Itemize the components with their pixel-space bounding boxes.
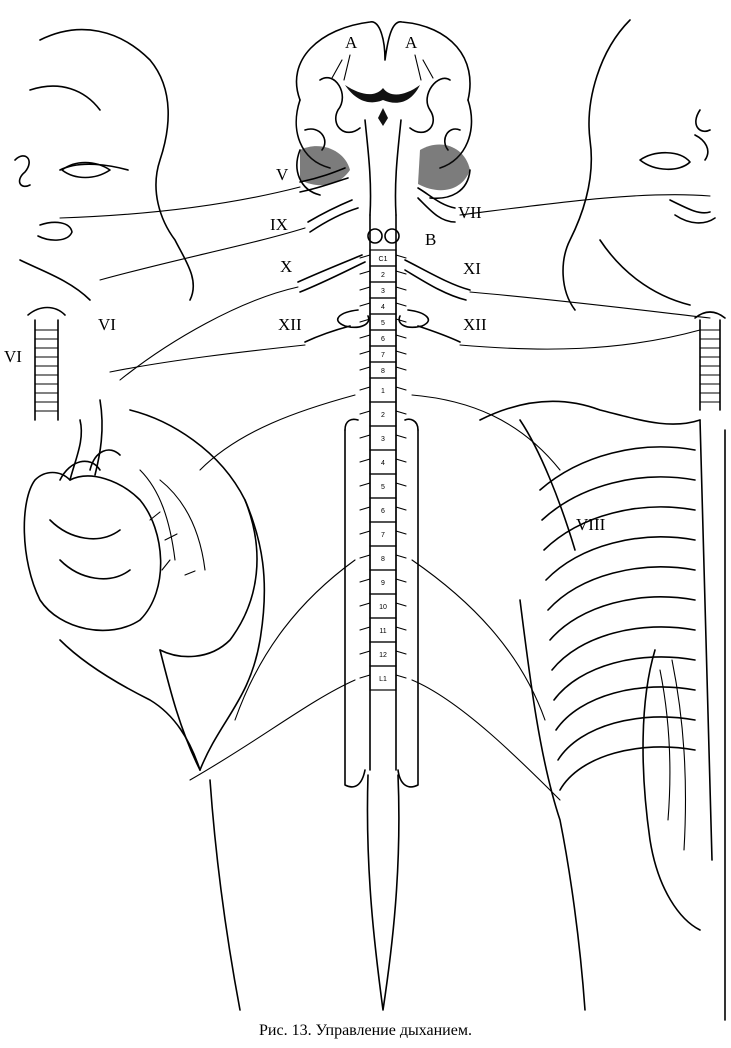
cord-segment-label: 10 [379, 604, 387, 611]
cord-segment-label: 4 [381, 304, 385, 311]
cord-segment-label: 6 [381, 336, 385, 343]
label-vi-inner: VI [98, 315, 116, 334]
spinal-cord [345, 215, 418, 1010]
label-vi-outer: VI [4, 347, 22, 366]
cord-segment-label: 4 [381, 460, 385, 467]
right-head [563, 20, 715, 310]
cord-segment-label: 7 [381, 352, 385, 359]
cord-segment-label: 1 [381, 388, 385, 395]
cord-segment-label: 8 [381, 368, 385, 375]
cord-segment-label: 9 [381, 580, 385, 587]
cord-segment-label: 5 [381, 320, 385, 327]
rib [544, 507, 695, 550]
cord-segment-label: 8 [381, 556, 385, 563]
rib [550, 597, 695, 640]
cord-segment-label: L1 [379, 676, 387, 683]
label-xii-left: XII [278, 315, 302, 334]
rib [554, 657, 695, 700]
label-a-right: A [405, 33, 418, 52]
figure-caption: Рис. 13. Управление дыханием. [0, 1022, 731, 1040]
rib [548, 567, 695, 610]
cord-segment-label: 6 [381, 508, 385, 515]
cord-segment-label: 3 [381, 288, 385, 295]
cord-segment-label: 3 [381, 436, 385, 443]
cord-segment-label: C1 [379, 256, 388, 263]
rib [558, 717, 695, 760]
left-head [15, 30, 193, 300]
label-x: X [280, 257, 292, 276]
label-xi: XI [463, 259, 481, 278]
rib [540, 447, 695, 490]
cord-segment-label: 5 [381, 484, 385, 491]
rib [542, 477, 695, 520]
label-viii: VIII [576, 515, 606, 534]
rib [560, 747, 695, 790]
label-vii: VII [458, 203, 482, 222]
cord-segment-label: 12 [379, 652, 387, 659]
label-xii-right: XII [463, 315, 487, 334]
rib [552, 627, 695, 670]
label-v: V [276, 165, 289, 184]
cord-segment-label: 7 [381, 532, 385, 539]
rib [546, 537, 695, 580]
cord-segment-label: 2 [381, 412, 385, 419]
cord-segment-label: 11 [379, 628, 386, 635]
label-ix: IX [270, 215, 288, 234]
right-thorax [480, 312, 725, 1020]
left-thorax [24, 308, 264, 1011]
cord-segment-label: 2 [381, 272, 385, 279]
rib [556, 687, 695, 730]
label-b: B [425, 230, 436, 249]
label-a-left: A [345, 33, 358, 52]
